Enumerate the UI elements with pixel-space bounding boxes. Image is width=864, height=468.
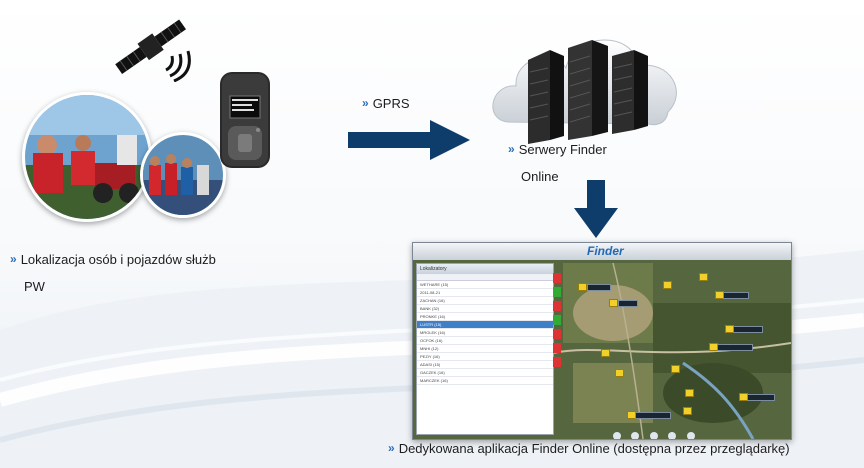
map-pin-label: [587, 284, 611, 291]
list-item[interactable]: PEZIY (16): [417, 353, 553, 361]
list-item[interactable]: GACZEK (16): [417, 369, 553, 377]
map-pin-icon[interactable]: [683, 407, 692, 415]
map-control-icon[interactable]: [613, 432, 621, 439]
map-pin-icon[interactable]: [601, 349, 610, 357]
cloud-servers-icon: [492, 39, 677, 144]
map-control-icon[interactable]: [649, 432, 658, 439]
satellite-icon: [115, 19, 191, 82]
panel-search[interactable]: [417, 274, 553, 281]
map-pin-label: [618, 300, 638, 307]
chevron-right-icon: »: [10, 252, 17, 266]
map-controls: [613, 427, 733, 439]
list-item[interactable]: MNHI (12): [417, 345, 553, 353]
map-pin-label: [747, 394, 775, 401]
list-item[interactable]: 2011-08-21: [417, 289, 553, 297]
photo-circle-team: [140, 132, 226, 218]
panel-title: Lokalizatory: [417, 264, 553, 274]
location-label: » Lokalizacja osób i pojazdów służb: [10, 252, 216, 267]
servers-label: » Serwery Finder: [508, 142, 607, 157]
chevron-right-icon: »: [508, 142, 515, 156]
app-label: » Dedykowana aplikacja Finder Online (do…: [388, 441, 790, 456]
list-item[interactable]: ADASI (15): [417, 361, 553, 369]
map-pin-label: [635, 412, 671, 419]
map-pin-label: [717, 344, 753, 351]
panel-side-buttons: [553, 273, 561, 403]
map-pin-icon[interactable]: [671, 365, 680, 373]
photo-circle-people: [22, 92, 152, 222]
map-pin-icon[interactable]: [578, 283, 587, 291]
location-label-line2: PW: [24, 279, 45, 294]
chevron-right-icon: »: [362, 96, 369, 110]
list-item[interactable]: WETHARE (15): [417, 281, 553, 289]
map-pin-label: [733, 326, 763, 333]
map-control-icon[interactable]: [668, 432, 677, 439]
list-item[interactable]: BANK (32): [417, 305, 553, 313]
servers-label-line2: Online: [521, 169, 559, 184]
map-pin-icon[interactable]: [685, 389, 694, 397]
map-pin-icon[interactable]: [615, 369, 624, 377]
gprs-label: » GPRS: [362, 96, 410, 111]
list-item[interactable]: OCFOK (16): [417, 337, 553, 345]
gps-device-icon: [220, 72, 270, 168]
list-item[interactable]: ZACHAN (16): [417, 297, 553, 305]
map-pin-icon[interactable]: [663, 281, 672, 289]
arrow-right-icon: [348, 120, 470, 160]
map-pin-icon[interactable]: [609, 299, 618, 307]
finder-app-screenshot: Finder Lokalizatory WETHARE (15) 2011-08…: [412, 242, 792, 440]
map-pin-label: [723, 292, 749, 299]
chevron-right-icon: »: [388, 441, 395, 455]
map-pin-icon[interactable]: [699, 273, 708, 281]
arrow-down-icon: [574, 180, 618, 238]
list-item[interactable]: PRONKE (16): [417, 313, 553, 321]
app-toolbar: Finder: [413, 243, 791, 260]
map-control-icon[interactable]: [631, 432, 640, 439]
map-control-icon[interactable]: [686, 432, 695, 439]
app-logo: Finder: [587, 244, 624, 258]
list-item[interactable]: MROLEK (16): [417, 329, 553, 337]
list-item[interactable]: MARCZEK (16): [417, 377, 553, 385]
list-item-selected[interactable]: LUSTR (15): [417, 321, 553, 329]
locators-panel: Lokalizatory WETHARE (15) 2011-08-21 ZAC…: [416, 263, 554, 435]
